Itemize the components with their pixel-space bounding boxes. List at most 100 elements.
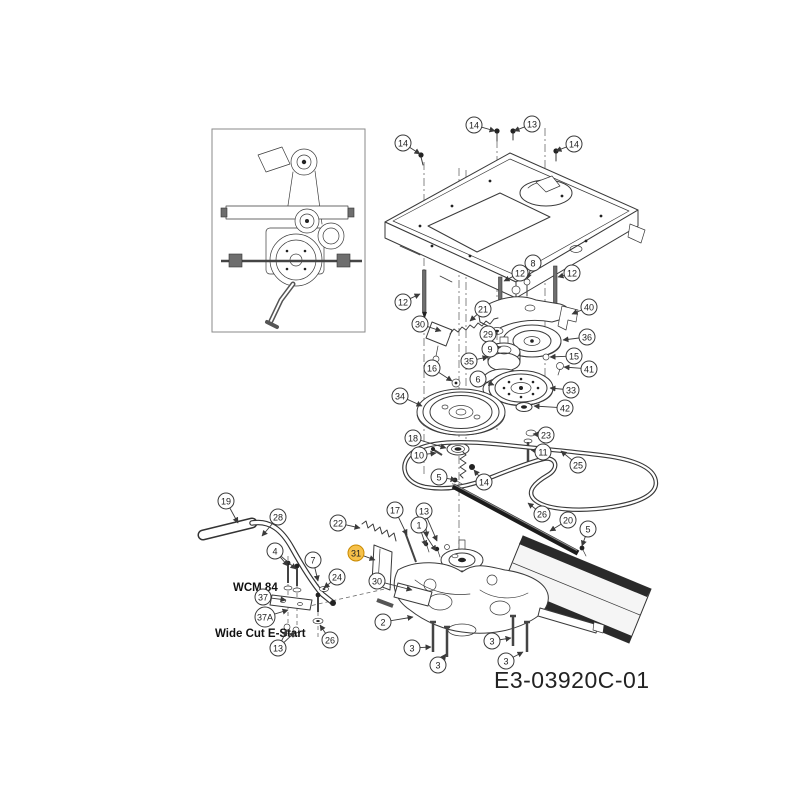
leader-arrow [229, 507, 239, 524]
chassis-frame [384, 152, 646, 299]
callout-26: 26 [319, 624, 339, 649]
leader-arrow [469, 314, 478, 322]
callout-number: 5 [585, 525, 590, 535]
leader-arrow [261, 522, 274, 537]
callout-circle [579, 520, 597, 538]
callout-number: 3 [435, 661, 440, 671]
callout-circle [483, 632, 501, 650]
leader-arrow [557, 272, 565, 279]
callout-circle [511, 264, 529, 282]
leader-arrow [549, 523, 562, 532]
callout-circle [534, 443, 552, 461]
leader-arrow [270, 596, 287, 603]
callout-number: 3 [489, 637, 494, 647]
callout-circle [321, 631, 339, 649]
callout-circle [533, 505, 551, 523]
callout-circle [411, 315, 429, 333]
callout-3: 3 [497, 651, 524, 670]
leader-arrow [426, 450, 437, 457]
callout-24: 24 [323, 568, 346, 589]
callout-42: 42 [533, 399, 574, 417]
leader-arrow [345, 523, 361, 530]
support-bar [451, 483, 580, 556]
callout-3: 3 [483, 632, 512, 650]
leader-arrow [390, 614, 414, 622]
callout-number: 8 [530, 259, 535, 269]
callout-number: 14 [398, 139, 408, 149]
callout-13: 13 [513, 115, 541, 133]
leader-arrow [283, 631, 296, 643]
leader-arrow [274, 608, 289, 615]
callout-number: 40 [584, 303, 594, 313]
callout-circle [497, 652, 515, 670]
leader-arrow [280, 555, 297, 570]
leader-arrow [323, 581, 332, 589]
callout-number: 30 [372, 577, 382, 587]
leader-arrow [427, 326, 442, 333]
drive-pulley-34 [416, 378, 506, 485]
callout-circle [569, 456, 587, 474]
callout-circle [394, 293, 412, 311]
leader-arrow [571, 309, 582, 315]
callout-number: 3 [503, 657, 508, 667]
callout-circle [578, 328, 596, 346]
callout-number: 23 [541, 431, 551, 441]
drive-belt [402, 440, 659, 512]
callout-number: 37A [257, 613, 273, 623]
callout-14: 14 [465, 116, 496, 134]
shift-lever [197, 517, 397, 606]
leader-arrow [499, 635, 512, 642]
callout-number: 6 [475, 375, 480, 385]
callout-number: 14 [479, 478, 489, 488]
callout-circle [565, 347, 583, 365]
leader-arrow [530, 447, 537, 454]
callout-number: 15 [569, 352, 579, 362]
callout-circle [403, 639, 421, 657]
callout-3: 3 [403, 639, 432, 657]
callout-9: 9 [481, 340, 502, 358]
callout-26: 26 [527, 502, 551, 523]
callout-number: 9 [487, 345, 492, 355]
transmission-assembly [371, 531, 605, 657]
callout-circle [269, 508, 287, 526]
callout-circle [524, 254, 542, 272]
callout-number: 34 [395, 392, 405, 402]
callout-number: 25 [573, 461, 583, 471]
leader-arrow [446, 476, 457, 482]
callout-circle [404, 429, 422, 447]
mounting-hardware [269, 560, 329, 634]
callout-number: 10 [414, 451, 424, 461]
leader-arrow [476, 355, 489, 362]
callout-number: 33 [566, 386, 576, 396]
callout-5: 5 [430, 468, 457, 486]
callout-circle [429, 656, 447, 674]
callout-33: 33 [549, 381, 580, 399]
callout-circle [329, 514, 347, 532]
callout-3: 3 [429, 653, 447, 674]
leader-arrow [319, 624, 326, 634]
callout-7: 7 [304, 551, 322, 582]
leader-arrow [313, 567, 320, 582]
callout-circle [266, 542, 284, 560]
callout-number: 13 [419, 507, 429, 517]
callout-35: 35 [460, 352, 489, 370]
callout-number: 31 [351, 549, 361, 559]
leader-arrow [281, 629, 288, 642]
leader-arrow [512, 651, 524, 658]
callout-12: 12 [557, 264, 581, 282]
callout-number: 37 [258, 593, 268, 603]
callout-circle [580, 298, 598, 316]
callout-circle [394, 134, 412, 152]
callout-11: 11 [530, 443, 552, 461]
callout-circle [347, 544, 365, 562]
leader-arrow [279, 556, 289, 567]
callout-6: 6 [469, 370, 495, 388]
callout-circle [217, 492, 235, 510]
leader-arrow [420, 439, 447, 450]
callout-circle [254, 606, 276, 628]
callout-number: 13 [527, 120, 537, 130]
leader-arrow [423, 531, 437, 552]
callout-13: 13 [415, 502, 438, 542]
callout-number: 5 [436, 473, 441, 483]
callout-circle [410, 446, 428, 464]
